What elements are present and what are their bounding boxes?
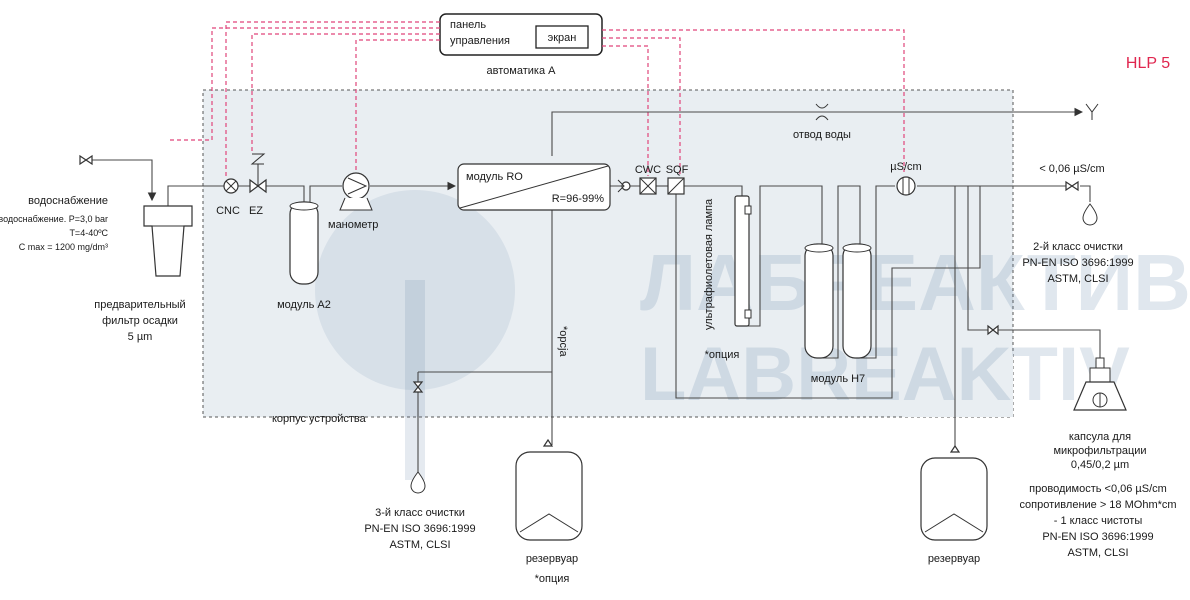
pump-label: манометр	[328, 219, 378, 231]
pump[interactable]	[339, 172, 373, 211]
tank-left-option: *опция	[535, 573, 570, 585]
outlet3-line3: ASTM, CLSI	[389, 539, 450, 551]
screen	[535, 25, 589, 49]
cnc-valve[interactable]	[223, 178, 239, 194]
inlet-title: водоснабжение	[28, 195, 108, 207]
drain-restrictor	[815, 103, 829, 121]
prefilter-line1: предварительный	[94, 299, 185, 311]
device-housing	[202, 89, 1014, 418]
drain-label: отвод воды	[793, 129, 851, 141]
ro-label: модуль RO	[466, 171, 523, 183]
outlet3-drop-icon	[410, 471, 426, 494]
housing-extension	[905, 352, 1013, 417]
automation-label: автоматика A	[487, 65, 557, 77]
inlet-temperature: T=4-40ºC	[69, 228, 108, 238]
cwc-valve[interactable]	[639, 177, 657, 195]
outlet2-line2: PN-EN ISO 3696:1999	[1022, 257, 1133, 269]
sqf-label: SQF	[666, 164, 689, 176]
prefilter-cartridge	[143, 205, 193, 277]
capsule-line3: 0,45/0,2 µm	[1071, 459, 1129, 471]
outlet2-spec: < 0,06 µS/cm	[1039, 163, 1104, 175]
model-title: HLP 5	[1126, 55, 1170, 72]
uv-lamp	[734, 195, 752, 327]
ez-label: EZ	[249, 205, 263, 217]
tank-right-label: резервуар	[928, 553, 980, 565]
panel-label-2: управления	[450, 35, 510, 47]
tank-right	[920, 444, 988, 541]
outlet1-line1: проводимость <0,06 µS/cm	[1029, 483, 1167, 495]
conductivity-sensor[interactable]	[896, 176, 916, 196]
outlet1-valve[interactable]	[987, 324, 999, 336]
outlet2-drop-icon	[1082, 203, 1098, 226]
tank-left	[515, 438, 583, 541]
uv-option-label: *опция	[705, 349, 740, 361]
prefilter-line2: фильтр осадки	[102, 315, 178, 327]
check-valve	[617, 179, 631, 193]
watermark: ЛАБРЕАКТИВ LABREAKTIV	[315, 190, 1190, 480]
tank-left-label: резервуар	[526, 553, 578, 565]
cnc-label: CNC	[216, 205, 240, 217]
module-a2-label: модуль A2	[277, 299, 331, 311]
outlet2-line1: 2-й класс очистки	[1033, 241, 1123, 253]
outlet3-valve[interactable]	[412, 381, 424, 393]
cwc-label: CWC	[635, 164, 661, 176]
ro-module	[457, 163, 611, 211]
prefilter-line3: 5 µm	[128, 331, 153, 343]
capsule-line2: микрофильтрации	[1053, 445, 1146, 457]
outlet2-valve[interactable]	[1065, 180, 1079, 192]
ro-rejection: R=96-99%	[552, 193, 605, 205]
inlet-concentration: C max = 1200 mg/dm³	[19, 242, 108, 252]
watermark-line1: ЛАБРЕАКТИВ	[640, 238, 1190, 327]
outlet1-line2: сопротивление > 18 MOhm*cm	[1019, 499, 1176, 511]
outlet1-line3: - 1 класс чистоты	[1054, 515, 1143, 527]
uv-lamp-label: ультрафиолетовая лампа	[703, 198, 715, 330]
capsule-line1: капсула для	[1069, 431, 1131, 443]
outlet3-line1: 3-й класс очистки	[375, 507, 465, 519]
housing-label: корпус устройства	[272, 413, 367, 425]
sqf-sensor[interactable]	[667, 177, 685, 195]
microfiltration-capsule	[1073, 357, 1127, 411]
module-h7	[804, 243, 872, 359]
module-h7-label: модуль H7	[811, 373, 865, 385]
outlet3-line2: PN-EN ISO 3696:1999	[364, 523, 475, 535]
signal-lines	[168, 21, 905, 178]
outlet1-line5: ASTM, CLSI	[1067, 547, 1128, 559]
outlet1-line4: PN-EN ISO 3696:1999	[1042, 531, 1153, 543]
screen-label: экран	[548, 32, 577, 44]
watermark-line2: LABREAKTIV	[640, 332, 1130, 417]
outlet2-line3: ASTM, CLSI	[1047, 273, 1108, 285]
conductivity-label: µS/cm	[890, 161, 921, 173]
inlet-pressure: водоснабжение. P=3,0 bar	[0, 214, 108, 224]
panel-label-1: панель	[450, 19, 486, 31]
ez-valve[interactable]	[249, 153, 267, 194]
inlet-valve[interactable]	[79, 154, 93, 166]
module-a2	[289, 201, 319, 285]
drain-outlet-icon	[1085, 103, 1099, 120]
ro-option-label: *opcja	[557, 326, 569, 357]
